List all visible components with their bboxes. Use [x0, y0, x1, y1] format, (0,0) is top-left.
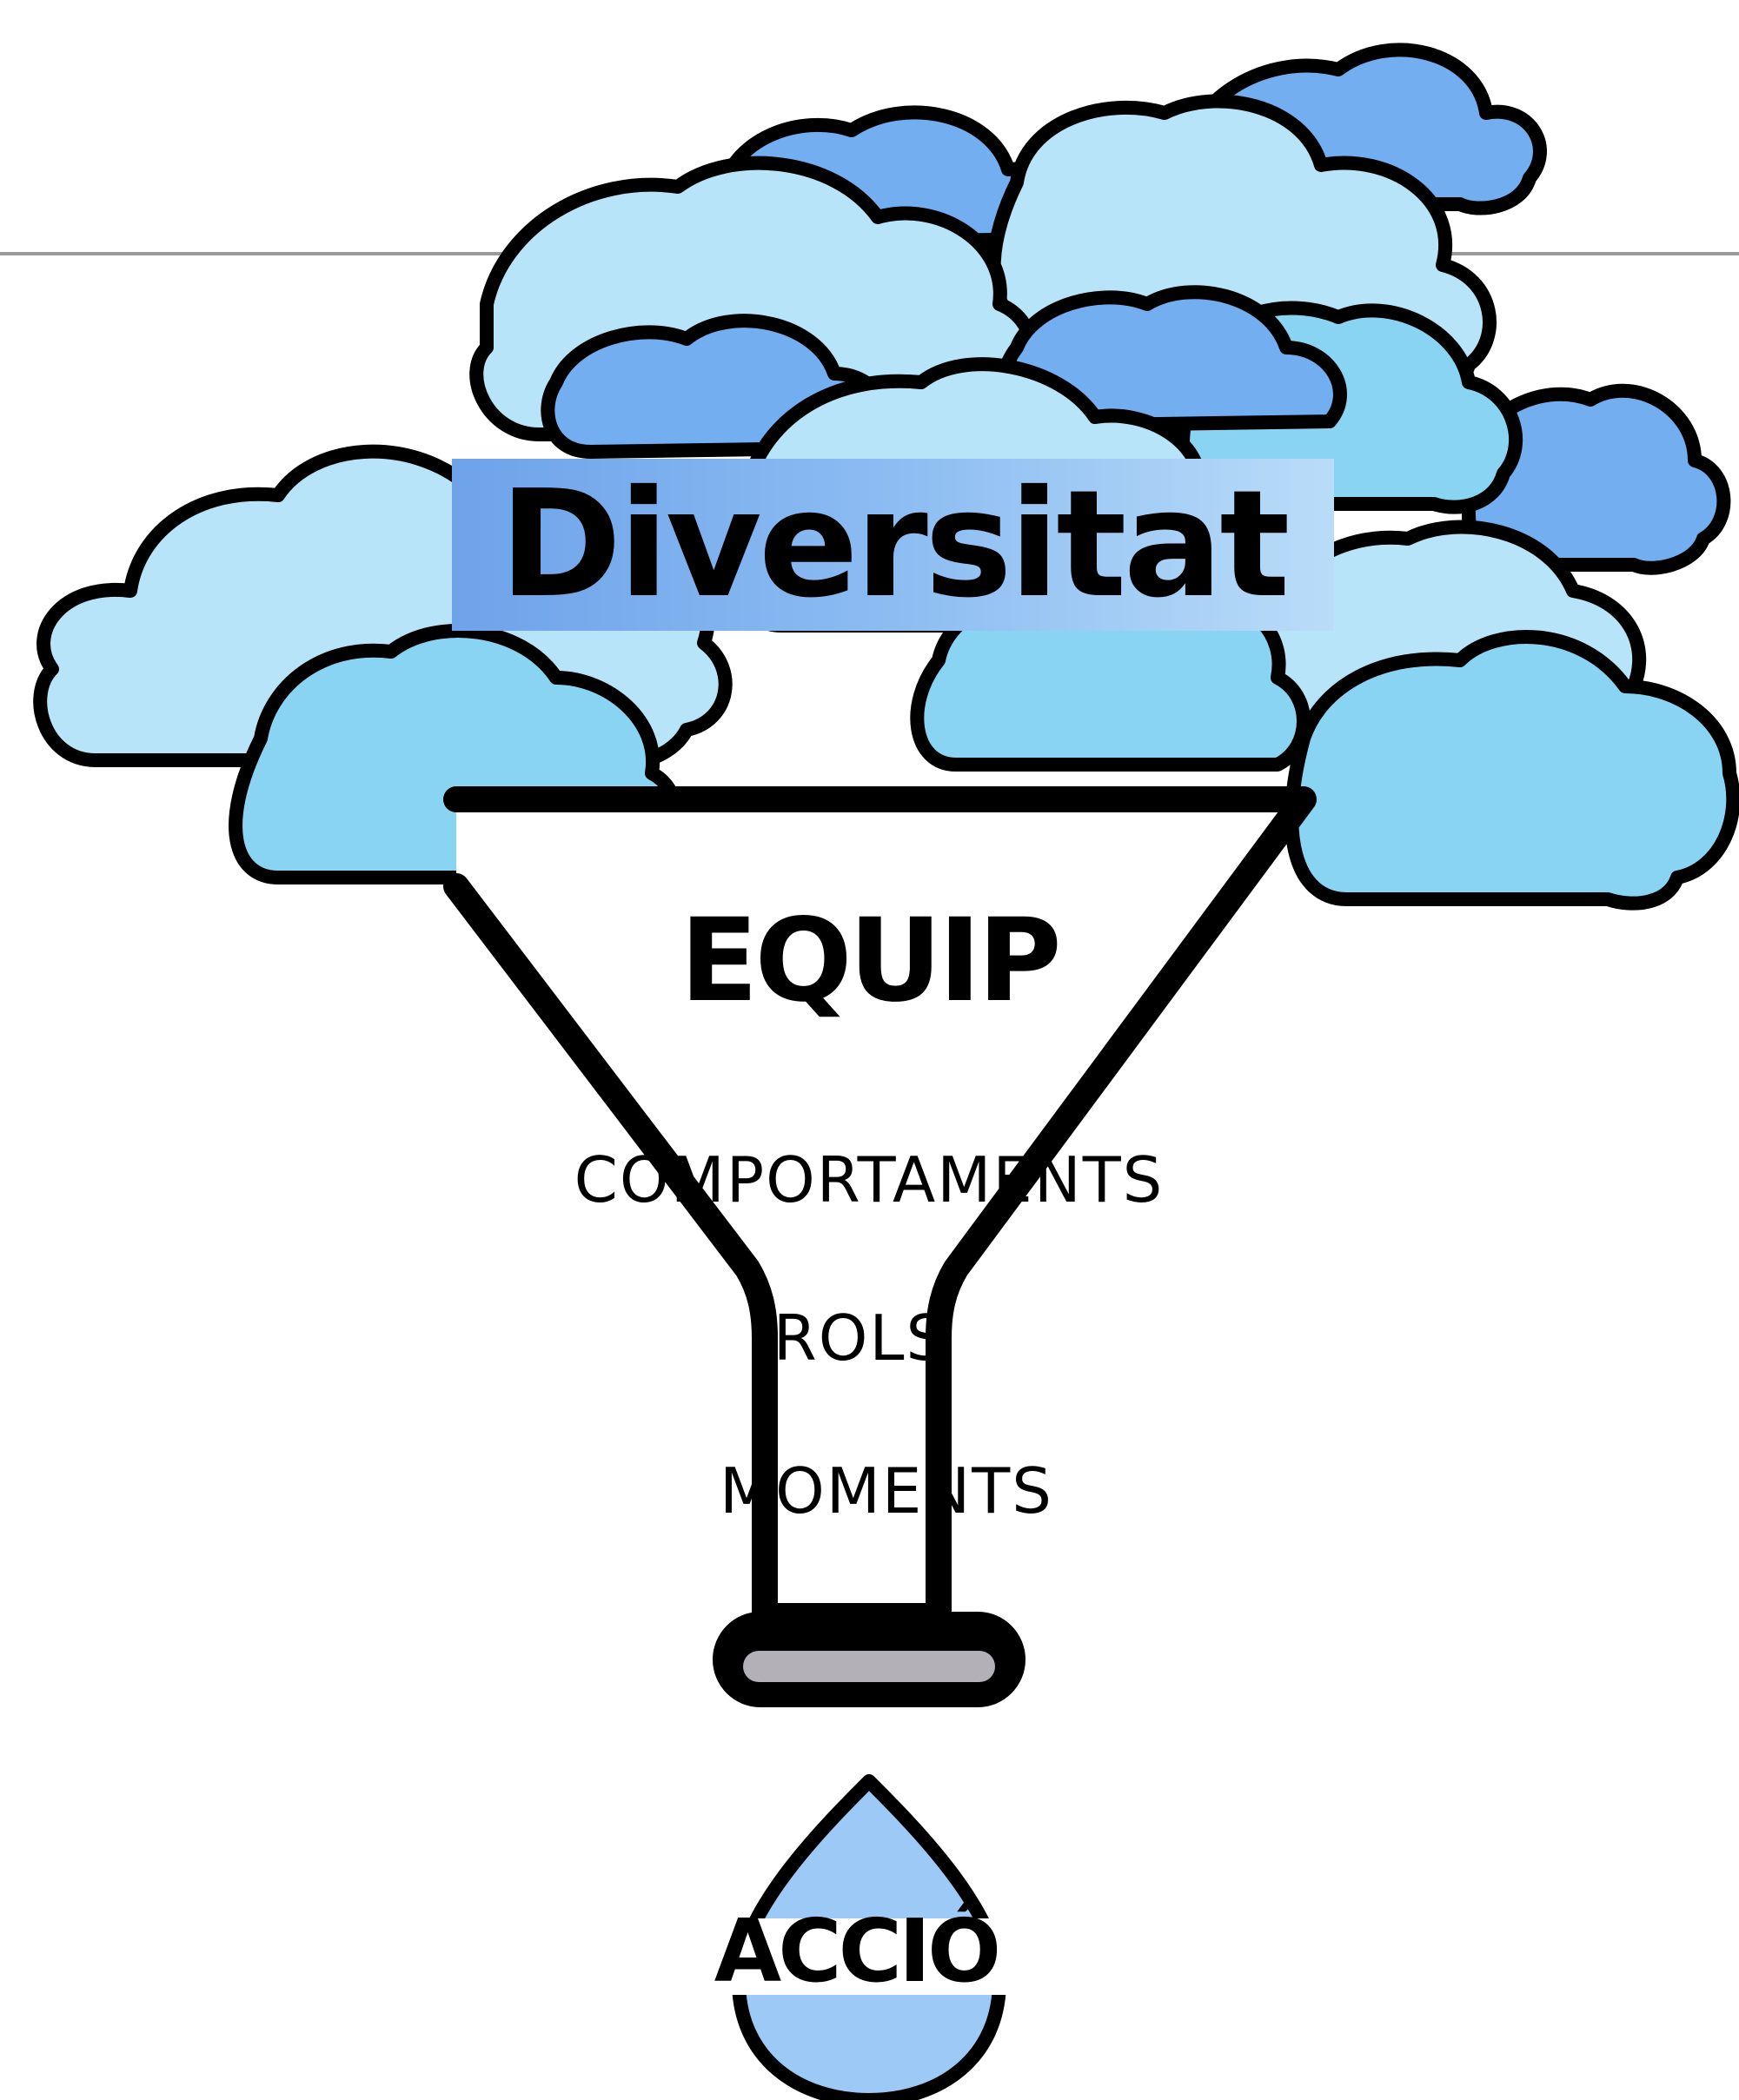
diagram-title: Diversitat — [499, 459, 1290, 631]
funnel-top-label: EQUIP — [680, 894, 1061, 1028]
cloud-front-right — [1284, 629, 1739, 911]
stage-label-comportaments: COMPORTAMENTS — [574, 1143, 1165, 1216]
funnel-body — [443, 786, 1317, 1707]
funnel-cap-inner — [743, 1651, 995, 1682]
title-highlight: Diversitat — [452, 459, 1334, 631]
output-label: ACCIÓ — [714, 1900, 1001, 2002]
output-label-background — [706, 1918, 1006, 1995]
stage-label-moments: MOMENTS — [720, 1454, 1053, 1527]
stage-label-rols: ROLS — [773, 1302, 948, 1375]
